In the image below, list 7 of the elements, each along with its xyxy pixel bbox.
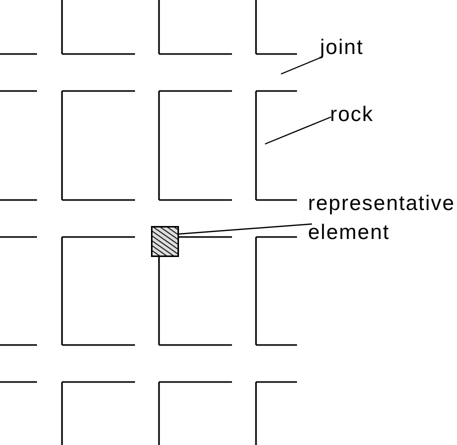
label-text: joint (320, 35, 365, 61)
label-text: rock (330, 102, 375, 128)
label-text: representative element (308, 191, 456, 246)
hatched-element-square (151, 226, 179, 257)
leader-line (264, 116, 332, 145)
leader-line (280, 56, 322, 75)
leader-line (178, 223, 312, 235)
